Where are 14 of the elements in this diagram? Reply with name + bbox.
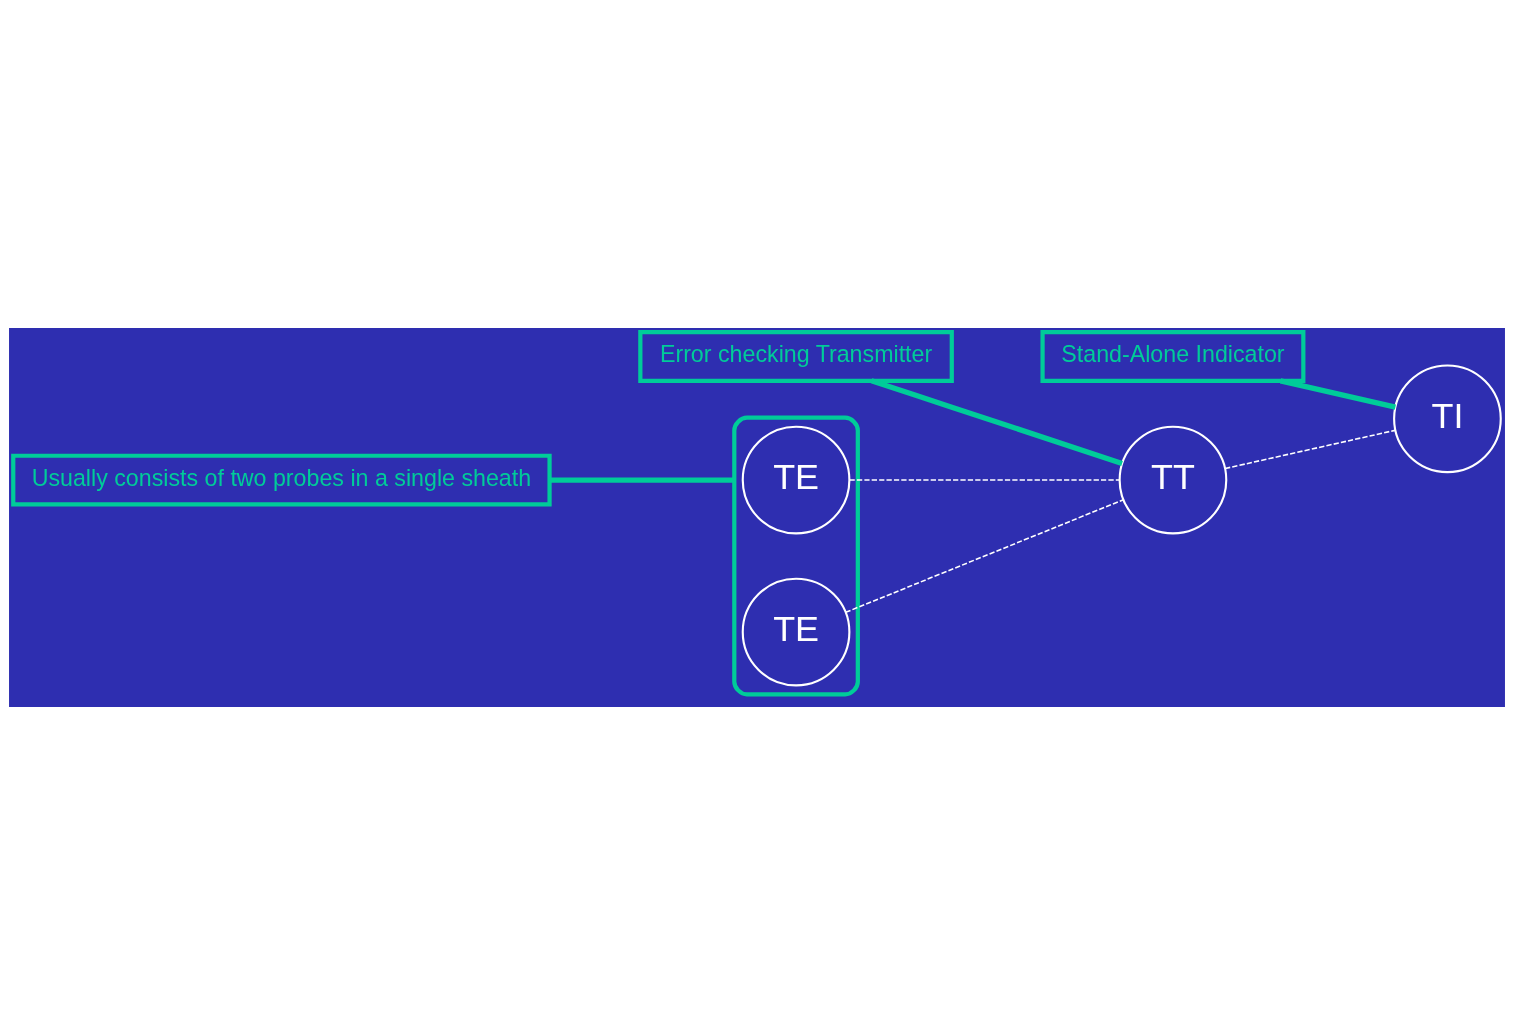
connector (1279, 378, 1396, 410)
connector (870, 378, 1123, 466)
node-circle: TE (741, 577, 851, 687)
node-box: Usually consists of two probes in a single sheath (11, 453, 552, 507)
node-box: Stand-Alone Indicator (1040, 330, 1306, 383)
connector (844, 498, 1125, 614)
node-circle: TE (741, 425, 851, 535)
cluster (732, 415, 860, 697)
node-circle: TT (1118, 425, 1228, 535)
node-box: Error checking Transmitter (638, 330, 954, 383)
connector (848, 479, 1121, 481)
node-circle: TI (1393, 364, 1502, 474)
connector (1224, 429, 1396, 470)
connector (549, 477, 735, 483)
